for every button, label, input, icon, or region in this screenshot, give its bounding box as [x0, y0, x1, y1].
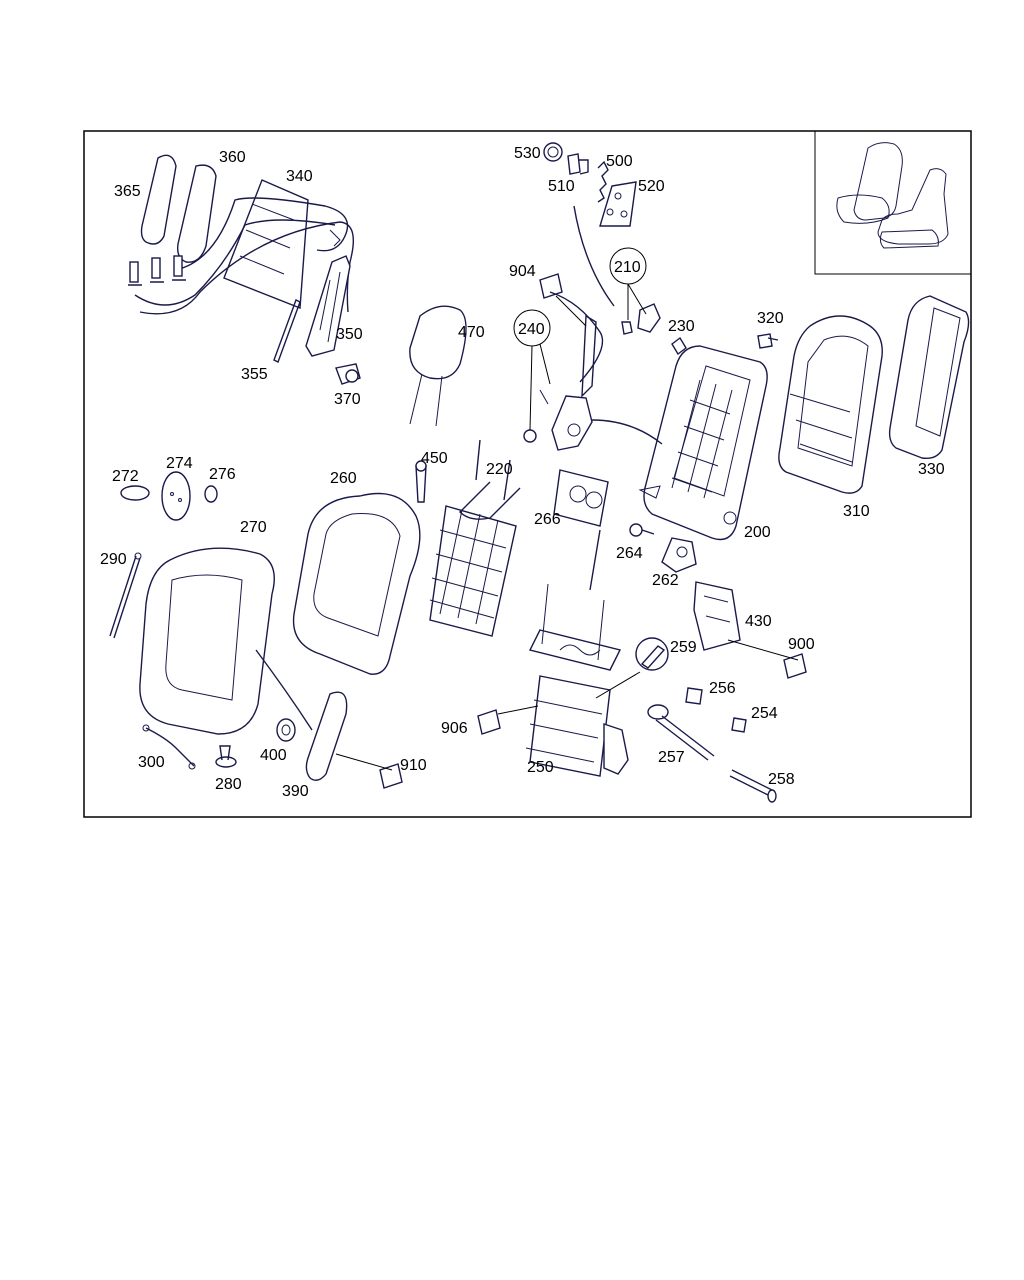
label-900: 900 — [788, 636, 815, 653]
part-470-headrest — [409, 305, 467, 427]
part-910-label-tag — [379, 763, 403, 789]
part-264-bolt — [629, 523, 655, 537]
part-906-label-tag — [477, 709, 501, 735]
part-340-harness — [128, 179, 354, 315]
label-254: 254 — [751, 705, 778, 722]
label-320: 320 — [757, 310, 784, 327]
label-400: 400 — [260, 747, 287, 764]
label-250: 250 — [527, 759, 554, 776]
label-264: 264 — [616, 545, 643, 562]
part-272-ring — [120, 485, 150, 501]
part-904-label-tag — [539, 273, 563, 299]
part-259-wrench — [635, 637, 669, 671]
part-400-grommet — [276, 718, 296, 742]
label-330: 330 — [918, 461, 945, 478]
diagram-frame — [83, 130, 972, 818]
label-300: 300 — [138, 754, 165, 771]
callout-labels: 530 500 510 520 365 360 340 350 355 370 … — [100, 145, 945, 800]
label-390: 390 — [282, 783, 309, 800]
label-904: 904 — [509, 263, 536, 280]
part-cable — [573, 205, 615, 307]
label-470: 470 — [458, 324, 485, 341]
label-200: 200 — [744, 524, 771, 541]
label-520: 520 — [638, 178, 665, 195]
part-290-rod — [109, 552, 142, 639]
label-230: 230 — [668, 318, 695, 335]
part-365-lumbar-pad — [140, 154, 177, 245]
part-430-control-unit — [693, 581, 741, 651]
part-530-ring — [543, 142, 563, 162]
label-272: 272 — [112, 468, 139, 485]
label-240: 240 — [518, 321, 545, 338]
part-280-clip — [215, 745, 237, 768]
label-360: 360 — [219, 149, 246, 166]
label-259: 259 — [670, 639, 697, 656]
part-257-shaft — [647, 704, 715, 761]
label-530: 530 — [514, 145, 541, 162]
label-256: 256 — [709, 680, 736, 697]
part-355-rod — [273, 299, 301, 363]
part-274-disc — [161, 471, 191, 521]
part-276-button — [204, 485, 218, 503]
part-900-label-tag — [783, 653, 807, 679]
label-280: 280 — [215, 776, 242, 793]
part-266-lumbar-unit — [553, 469, 609, 591]
label-370: 370 — [334, 391, 361, 408]
part-390-side-trim — [305, 691, 348, 781]
label-262: 262 — [652, 572, 679, 589]
part-240-actuator — [523, 291, 663, 451]
part-220-spring-mat — [429, 439, 521, 637]
label-290: 290 — [100, 551, 127, 568]
label-910: 910 — [400, 757, 427, 774]
label-270: 270 — [240, 519, 267, 536]
part-320-screw — [757, 333, 779, 349]
label-450: 450 — [421, 450, 448, 467]
label-310: 310 — [843, 503, 870, 520]
label-355: 355 — [241, 366, 268, 383]
part-450-screw — [415, 460, 427, 503]
label-260: 260 — [330, 470, 357, 487]
leader-lines — [335, 247, 799, 771]
part-300-cable — [142, 724, 196, 770]
part-500-spring — [597, 160, 609, 203]
part-350-module — [305, 255, 351, 357]
part-250-cushion-frame — [525, 583, 629, 777]
label-350: 350 — [336, 326, 363, 343]
label-430: 430 — [745, 613, 772, 630]
label-274: 274 — [166, 455, 193, 472]
part-370-screw — [335, 363, 361, 385]
part-262-motor — [661, 537, 697, 573]
label-257: 257 — [658, 749, 685, 766]
label-258: 258 — [768, 771, 795, 788]
part-256-connector — [685, 687, 703, 705]
part-310-backrest-shell — [778, 315, 883, 494]
label-500: 500 — [606, 153, 633, 170]
part-258-pin — [729, 769, 777, 803]
label-210: 210 — [614, 259, 641, 276]
label-365: 365 — [114, 183, 141, 200]
label-276: 276 — [209, 466, 236, 483]
part-270-cushion-cover — [139, 547, 313, 735]
label-220: 220 — [486, 461, 513, 478]
part-510-bolt — [567, 153, 589, 175]
part-254-connector — [731, 717, 747, 733]
label-906: 906 — [441, 720, 468, 737]
label-510: 510 — [548, 178, 575, 195]
part-520-plate — [599, 181, 637, 227]
part-260-backrest-cover — [292, 492, 421, 675]
part-210-switch — [621, 303, 661, 335]
part-330-rear-panel — [888, 295, 970, 460]
part-200-backrest-frame — [638, 345, 768, 541]
part-230-clip — [671, 336, 687, 356]
label-340: 340 — [286, 168, 313, 185]
seat-overview-inset — [814, 131, 971, 275]
label-266: 266 — [534, 511, 561, 528]
